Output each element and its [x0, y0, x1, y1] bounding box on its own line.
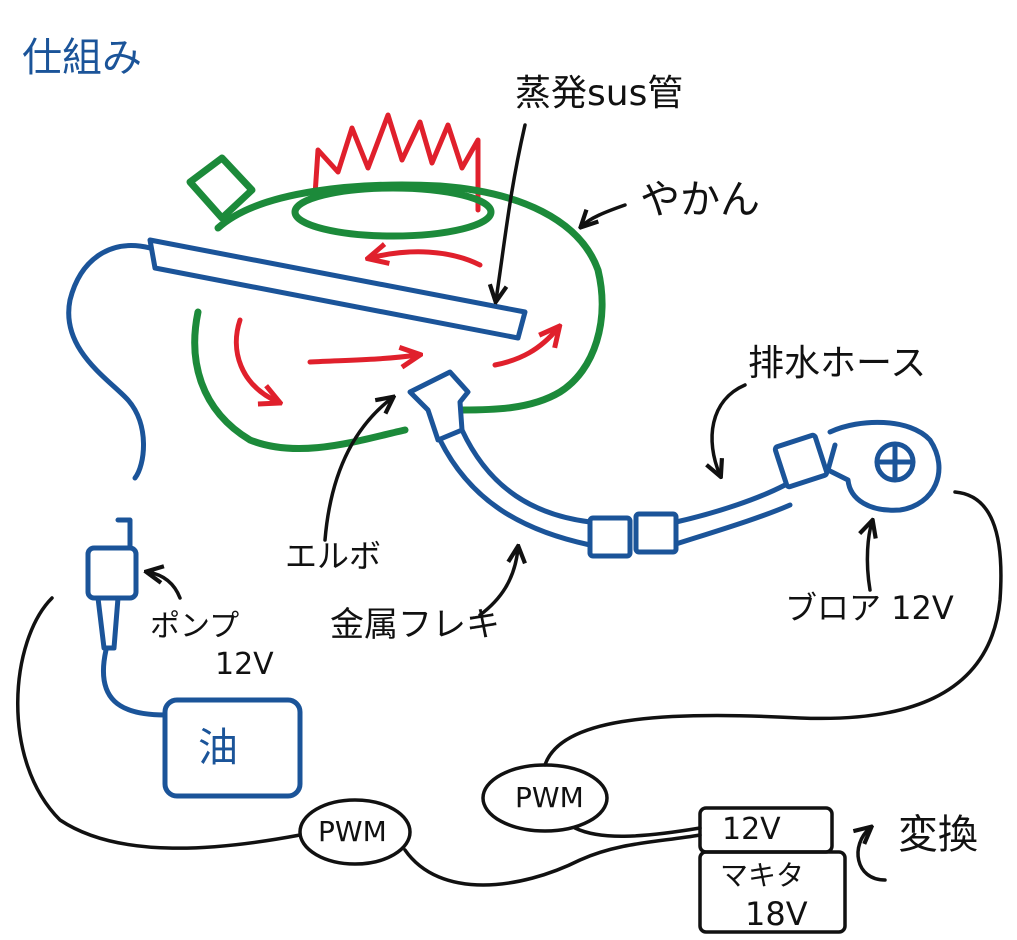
- pump-inlet: [115, 517, 133, 551]
- coupling[interactable]: [772, 432, 830, 490]
- label-pump-name: ポンプ: [150, 609, 240, 644]
- wire: [16, 596, 302, 850]
- blower-housing[interactable]: [825, 419, 942, 513]
- kettle-spout: [186, 154, 256, 222]
- kettle-body-lower: [191, 308, 409, 453]
- arrow-icon: [712, 383, 747, 475]
- diagram-title: 仕組み: [22, 35, 142, 81]
- arrow-icon: [148, 572, 182, 600]
- flow-arrow: [492, 328, 558, 368]
- arrow-icon: [323, 398, 392, 542]
- arrow-icon: [867, 522, 872, 592]
- pump-body[interactable]: [85, 545, 139, 601]
- evaporator-tube[interactable]: [147, 237, 528, 341]
- oil-line: [100, 647, 168, 718]
- label-elbow: エルボ: [285, 537, 382, 575]
- oil-tank[interactable]: [162, 697, 303, 799]
- label-pwm-right: PWM: [515, 781, 584, 814]
- label-converter-in: 12V: [722, 812, 781, 847]
- label-kettle: やかん: [640, 177, 760, 223]
- arrow-icon: [496, 123, 527, 300]
- pwm-controller-left[interactable]: [298, 798, 412, 866]
- flame-icon: [312, 112, 481, 213]
- wire: [573, 826, 702, 838]
- label-oil-tank: 油: [198, 725, 238, 771]
- arrow-icon: [582, 203, 627, 226]
- label-converter-out-b: 18V: [745, 895, 808, 933]
- flexible-metal-hose-inner: [459, 427, 593, 525]
- pump-outlet: [95, 595, 121, 651]
- label-flexible-metal: 金属フレキ: [330, 605, 500, 645]
- label-evaporator: 蒸発sus管: [515, 73, 684, 114]
- drain-hose[interactable]: [673, 482, 788, 525]
- label-converter-out-a: マキタ: [720, 859, 805, 892]
- label-drain-hose: 排水ホース: [748, 343, 927, 384]
- label-pump-voltage: 12V: [215, 647, 274, 682]
- wire: [543, 490, 1003, 767]
- coupling[interactable]: [587, 515, 633, 559]
- flexible-metal-hose[interactable]: [437, 437, 593, 548]
- flow-arrow: [233, 317, 278, 402]
- kettle-body: [214, 181, 606, 414]
- elbow-fitting[interactable]: [407, 369, 471, 443]
- flow-arrow: [307, 355, 418, 362]
- label-blower: ブロア 12V: [785, 589, 954, 627]
- drain-hose-inner: [673, 502, 793, 547]
- arrow-icon: [478, 548, 518, 617]
- label-converter-note: 変換: [898, 812, 978, 858]
- label-pwm-left: PWM: [318, 815, 387, 848]
- flow-arrow: [370, 252, 483, 268]
- blower-fan-cross: [874, 441, 916, 483]
- kettle-lid: [291, 184, 495, 240]
- converter-bottom[interactable]: [698, 850, 847, 934]
- arrow-icon: [858, 828, 887, 882]
- coupling[interactable]: [633, 511, 679, 555]
- wire: [403, 833, 702, 887]
- oil-feed-line[interactable]: [66, 243, 153, 481]
